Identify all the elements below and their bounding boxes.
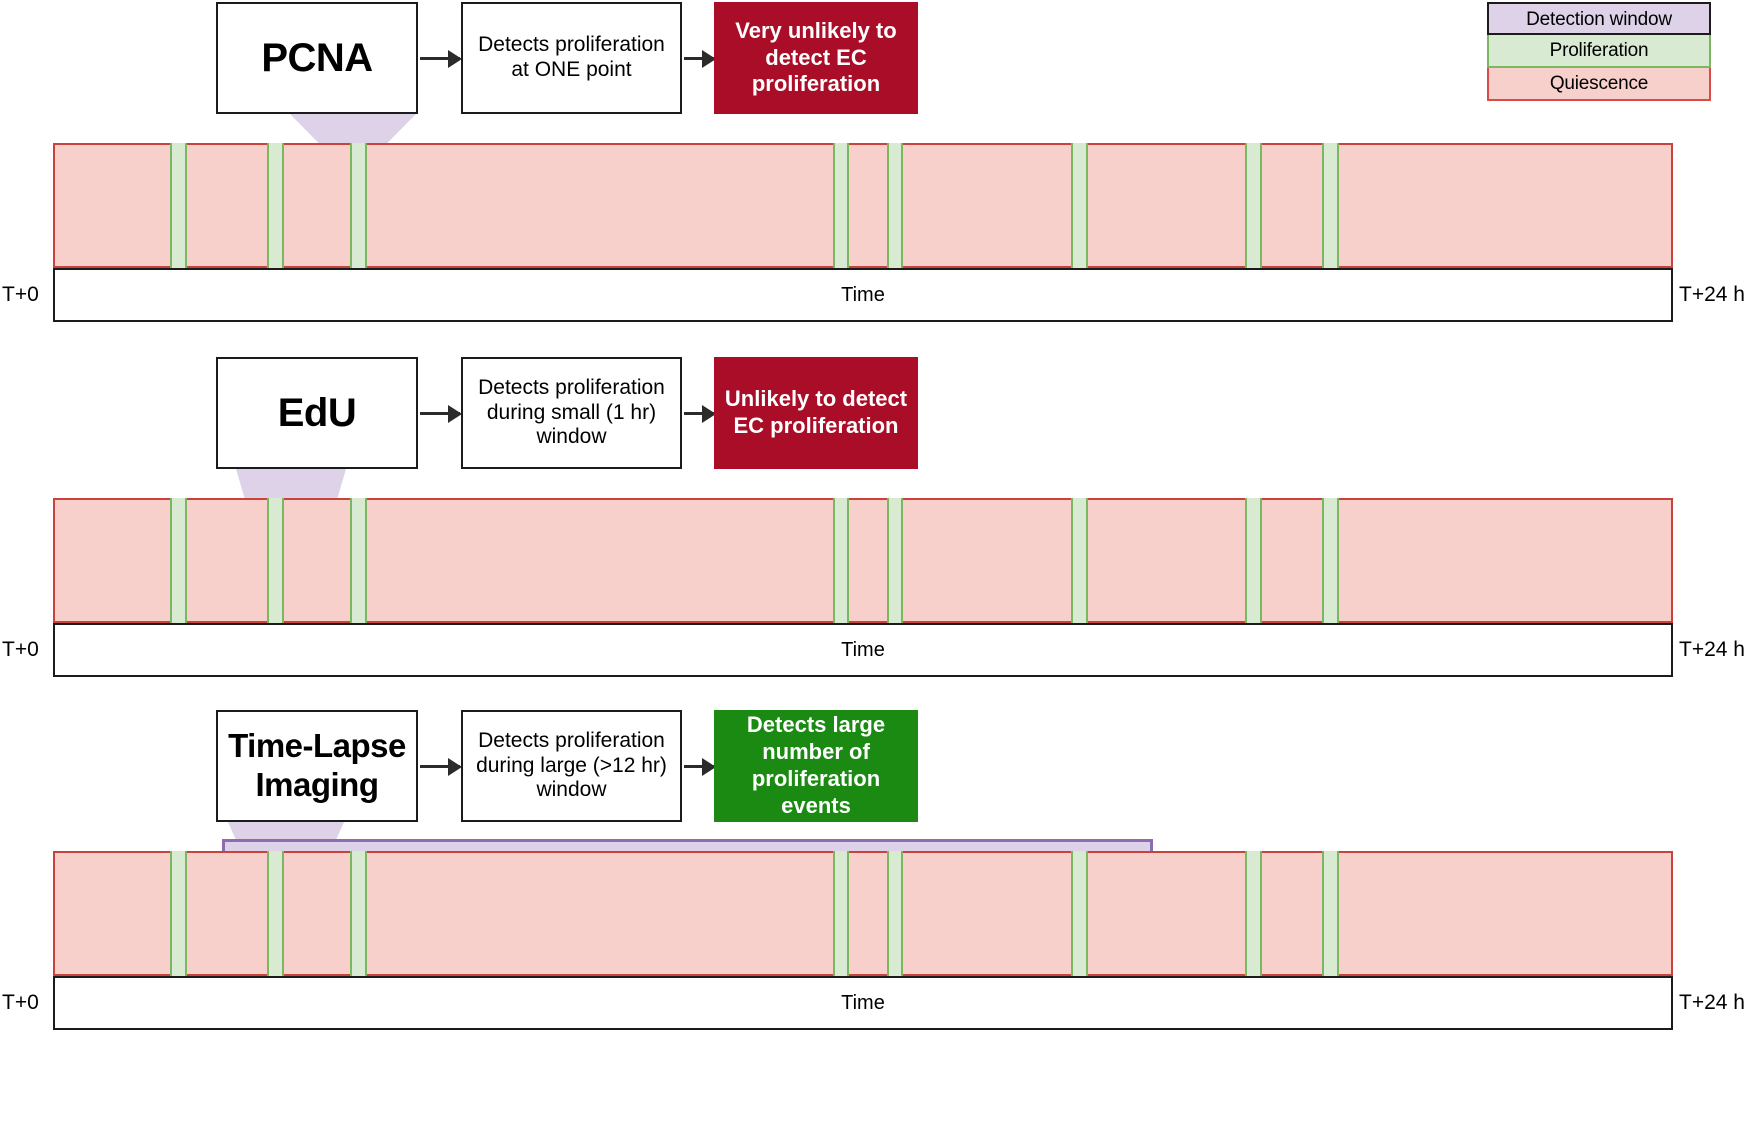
method-label-edu: EdU — [277, 390, 357, 435]
legend-label-proliferation: Proliferation — [1549, 40, 1649, 61]
time-axis-edu: Time — [53, 623, 1673, 677]
proliferation-segment — [1071, 142, 1088, 269]
verdict-box-edu: Unlikely to detect EC proliferation — [714, 357, 918, 469]
arrow-description-to-verdict-edu — [684, 404, 716, 423]
timeline-bar-timelapse — [53, 850, 1673, 977]
timeline-bar-pcna — [53, 142, 1673, 269]
description-text-pcna: Detects proliferation at ONE point — [478, 33, 665, 81]
proliferation-segment — [267, 142, 284, 269]
proliferation-segment — [1245, 142, 1262, 269]
description-text-edu: Detects proliferation during small (1 hr… — [478, 376, 665, 449]
verdict-text-edu: Unlikely to detect EC proliferation — [724, 386, 908, 438]
time-axis-label-timelapse: Time — [841, 991, 885, 1014]
proliferation-segment — [170, 497, 187, 624]
proliferation-segment — [350, 142, 367, 269]
verdict-text-pcna: Very unlikely to detect EC proliferation — [735, 17, 897, 97]
axis-end-label-edu: T+24 h — [1679, 638, 1745, 661]
proliferation-segment — [887, 497, 903, 624]
proliferation-segment — [350, 497, 367, 624]
proliferation-segment — [267, 497, 284, 624]
legend-label-quiescence: Quiescence — [1549, 73, 1649, 94]
verdict-box-pcna: Very unlikely to detect EC proliferation — [714, 2, 918, 114]
time-axis-timelapse: Time — [53, 976, 1673, 1030]
axis-start-label-edu: T+0 — [2, 638, 39, 661]
proliferation-segment — [833, 142, 849, 269]
proliferation-segment — [1071, 850, 1088, 977]
proliferation-segment — [887, 850, 903, 977]
proliferation-segment — [1245, 497, 1262, 624]
legend: Detection window Proliferation Quiescenc… — [1487, 2, 1711, 101]
proliferation-segment — [1071, 497, 1088, 624]
method-box-edu: EdU — [216, 357, 418, 469]
time-axis-pcna: Time — [53, 268, 1673, 322]
method-box-timelapse: Time-Lapse Imaging — [216, 710, 418, 822]
proliferation-segment — [887, 142, 903, 269]
verdict-text-timelapse: Detects large number of proliferation ev… — [746, 712, 886, 818]
description-box-pcna: Detects proliferation at ONE point — [461, 2, 682, 114]
legend-item-detection-window: Detection window — [1487, 2, 1711, 35]
axis-start-label-pcna: T+0 — [2, 283, 39, 306]
description-box-timelapse: Detects proliferation during large (>12 … — [461, 710, 682, 822]
method-label-timelapse: Time-Lapse Imaging — [228, 727, 406, 803]
description-box-edu: Detects proliferation during small (1 hr… — [461, 357, 682, 469]
time-axis-label-edu: Time — [841, 638, 885, 661]
proliferation-segment — [170, 850, 187, 977]
time-axis-label-pcna: Time — [841, 283, 885, 306]
proliferation-segment — [1322, 497, 1339, 624]
timeline-bar-edu — [53, 497, 1673, 624]
proliferation-segment — [833, 850, 849, 977]
proliferation-segment — [1322, 142, 1339, 269]
axis-end-label-pcna: T+24 h — [1679, 283, 1745, 306]
arrow-description-to-verdict-pcna — [684, 49, 716, 68]
proliferation-segment — [170, 142, 187, 269]
proliferation-segment — [267, 850, 284, 977]
verdict-box-timelapse: Detects large number of proliferation ev… — [714, 710, 918, 822]
legend-label-detection-window: Detection window — [1526, 9, 1672, 30]
arrow-timelapse-to-description — [420, 757, 462, 776]
proliferation-segment — [833, 497, 849, 624]
arrow-edu-to-description — [420, 404, 462, 423]
legend-item-proliferation: Proliferation — [1487, 35, 1711, 68]
proliferation-segment — [1322, 850, 1339, 977]
arrow-description-to-verdict-timelapse — [684, 757, 716, 776]
arrow-pcna-to-description — [420, 49, 462, 68]
legend-item-quiescence: Quiescence — [1487, 68, 1711, 101]
method-label-pcna: PCNA — [261, 35, 373, 80]
description-text-timelapse: Detects proliferation during large (>12 … — [476, 729, 667, 802]
method-box-pcna: PCNA — [216, 2, 418, 114]
proliferation-segment — [1245, 850, 1262, 977]
proliferation-segment — [350, 850, 367, 977]
axis-end-label-timelapse: T+24 h — [1679, 991, 1745, 1014]
axis-start-label-timelapse: T+0 — [2, 991, 39, 1014]
